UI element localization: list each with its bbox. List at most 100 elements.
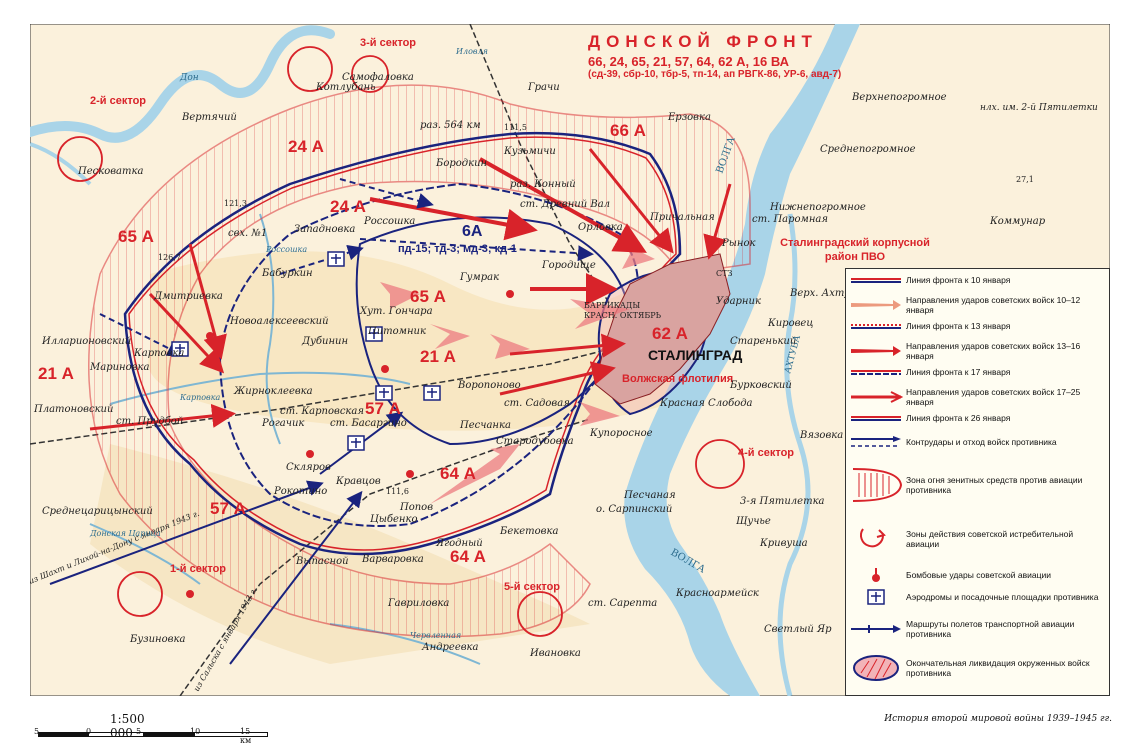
- svg-text:ст. Садовая: ст. Садовая: [504, 398, 570, 409]
- enemy-units: пд-15; тд-3; мд-3; кд-1: [398, 243, 517, 255]
- svg-text:Кравцов: Кравцов: [335, 476, 381, 487]
- svg-text:Красноармейск: Красноармейск: [675, 588, 759, 599]
- svg-text:Городище: Городище: [541, 260, 596, 271]
- front-armies: 66, 24, 65, 21, 57, 64, 62 А, 16 ВА: [588, 54, 789, 69]
- svg-text:ст. Древний Вал: ст. Древний Вал: [520, 199, 610, 210]
- svg-text:Дубинин: Дубинин: [301, 336, 348, 347]
- svg-text:Нижнепогромное: Нижнепогромное: [769, 202, 866, 213]
- donskaya-tsaritsa-river: [89, 523, 201, 585]
- svg-text:Вертячий: Вертячий: [181, 112, 237, 123]
- svg-text:Красная Слобода: Красная Слобода: [659, 398, 753, 409]
- legend: Линия фронта к 10 января Направления уда…: [845, 268, 1110, 696]
- svg-text:121,3: 121,3: [224, 199, 247, 208]
- svg-text:Бузиновка: Бузиновка: [129, 634, 185, 645]
- sector-4: 4-й сектор: [738, 447, 794, 459]
- svg-text:Гавриловка: Гавриловка: [387, 598, 449, 609]
- army-62a: 62 А: [652, 324, 688, 343]
- svg-text:Кривуша: Кривуша: [759, 538, 808, 549]
- svg-text:111,6: 111,6: [386, 487, 409, 496]
- svg-text:Ударник: Ударник: [716, 296, 761, 307]
- svg-text:Причальная: Причальная: [649, 212, 715, 223]
- sector-5: 5-й сектор: [504, 581, 560, 593]
- svg-text:Среднепогромное: Среднепогромное: [820, 144, 916, 155]
- legend-item-front-10jan: Линия фронта к 10 января: [851, 275, 1011, 285]
- legend-item-fighter-zone: Зоны действия советской истребительной а…: [846, 525, 1111, 553]
- svg-text:3-я Пятилетка: 3-я Пятилетка: [740, 496, 825, 507]
- svg-text:Андреевка: Андреевка: [421, 642, 479, 653]
- svg-text:Светлый Яр: Светлый Яр: [764, 624, 832, 635]
- svg-text:Песковатка: Песковатка: [77, 166, 143, 177]
- svg-text:Рогачик: Рогачик: [261, 418, 304, 429]
- legend-item-front-17jan: Линия фронта к 17 января: [851, 367, 1011, 377]
- svg-text:Стародубовка: Стародубовка: [496, 436, 574, 447]
- svg-text:Дон: Дон: [179, 73, 199, 83]
- svg-text:Ягодный: Ягодный: [435, 538, 483, 549]
- front-composition: (сд-39, сбр-10, тбр-5, тп-14, ап РВГК-86…: [588, 69, 842, 80]
- army-24a-top: 24 А: [288, 137, 324, 156]
- army-24a: 24 А: [330, 197, 366, 216]
- legend-item-airfields: Аэродромы и посадочные площадки противни…: [846, 589, 1111, 605]
- legend-item-strikes-13-16: Направления ударов советских войск 13–16…: [846, 341, 1111, 361]
- svg-text:свх. №1: свх. №1: [228, 228, 267, 239]
- svg-text:Карповка: Карповка: [179, 393, 220, 402]
- svg-text:ст. Прудбой: ст. Прудбой: [116, 416, 183, 427]
- svg-text:Скляров: Скляров: [286, 462, 331, 473]
- svg-text:111,5: 111,5: [504, 123, 527, 132]
- svg-text:Старенький: Старенький: [730, 336, 796, 347]
- svg-text:Западновка: Западновка: [294, 224, 355, 235]
- svg-text:Коммунар: Коммунар: [989, 216, 1046, 227]
- svg-text:Жирноклеевка: Жирноклеевка: [233, 386, 313, 397]
- army-66a: 66 А: [610, 121, 646, 140]
- svg-text:Воропоново: Воропоново: [457, 380, 521, 391]
- svg-text:Рокотино: Рокотино: [273, 486, 327, 497]
- svg-text:Попов: Попов: [399, 502, 433, 513]
- svg-text:Бабуркин: Бабуркин: [261, 268, 313, 279]
- akhtuba-river: [777, 213, 811, 696]
- svg-text:нлх. им. 2-й Пятилетки: нлх. им. 2-й Пятилетки: [980, 103, 1098, 113]
- svg-text:Кировец: Кировец: [767, 318, 813, 329]
- stalingrad-label: СТАЛИНГРАД: [648, 347, 742, 363]
- legend-item-strikes-17-25: Направления ударов советских войск 17–25…: [846, 387, 1111, 407]
- svg-text:раз. 564 км: раз. 564 км: [420, 120, 481, 131]
- legend-item-bomb-strikes: Бомбовые удары советской авиации: [846, 567, 1111, 583]
- volga-flotilla: Волжская флотилия: [622, 373, 733, 385]
- svg-text:ст. Басаргино: ст. Басаргино: [330, 418, 407, 429]
- army-21a-left: 21 А: [38, 364, 74, 383]
- army-65a-left: 65 А: [118, 227, 154, 246]
- svg-text:ст. Карповская: ст. Карповская: [280, 406, 364, 417]
- svg-text:Вязовка: Вязовка: [799, 430, 843, 441]
- svg-text:Россошка: Россошка: [265, 245, 307, 254]
- svg-text:Верх. Ахтуба: Верх. Ахтуба: [789, 288, 862, 299]
- front-title: ДОНСКОЙ ФРОНТ: [588, 32, 818, 51]
- army-64a-south: 64 А: [450, 547, 486, 566]
- sector-3: 3-й сектор: [360, 37, 416, 49]
- svg-text:Дмитриевка: Дмитриевка: [153, 291, 223, 302]
- strike-arrows: [89, 148, 732, 504]
- svg-text:Котлубань: Котлубань: [315, 82, 376, 93]
- bomb-strikes: [186, 290, 514, 598]
- rossoshka-river: [259, 213, 281, 445]
- army-57a-left: 57 А: [210, 499, 246, 518]
- svg-text:Рынок: Рынок: [721, 238, 755, 249]
- svg-text:о. Сарпинский: о. Сарпинский: [596, 504, 672, 515]
- svg-text:Червленная: Червленная: [410, 631, 461, 640]
- svg-text:126,7: 126,7: [158, 253, 181, 262]
- legend-item-final-liquidation: Окончательная ликвидация окруженных войс…: [846, 653, 1111, 683]
- svg-text:Питомник: Питомник: [367, 326, 426, 337]
- army-6a-enemy: 6А: [462, 223, 483, 240]
- svg-text:Карповка: Карповка: [133, 348, 184, 359]
- army-65a: 65 А: [410, 287, 446, 306]
- svg-text:Илларионовский: Илларионовский: [41, 336, 131, 347]
- legend-item-transport-routes: Маршруты полетов транспортной авиации пр…: [846, 619, 1111, 639]
- pvo-district-label: Сталинградский корпусной район ПВО: [780, 237, 930, 263]
- svg-text:Орловка: Орловка: [578, 222, 623, 233]
- svg-text:Платоновский: Платоновский: [33, 404, 113, 415]
- svg-text:Среднецарицынский: Среднецарицынский: [42, 506, 153, 517]
- svg-text:раз. Конный: раз. Конный: [510, 179, 576, 190]
- svg-text:ст. Паромная: ст. Паромная: [752, 214, 828, 225]
- don-river-branch: [30, 142, 92, 186]
- svg-text:Донская Царица: Донская Царица: [89, 529, 161, 538]
- legend-item-front-13jan: Линия фронта к 13 января: [851, 321, 1011, 331]
- svg-text:Варваровка: Варваровка: [361, 554, 424, 565]
- svg-text:БАРРИКАДЫ: БАРРИКАДЫ: [584, 301, 640, 310]
